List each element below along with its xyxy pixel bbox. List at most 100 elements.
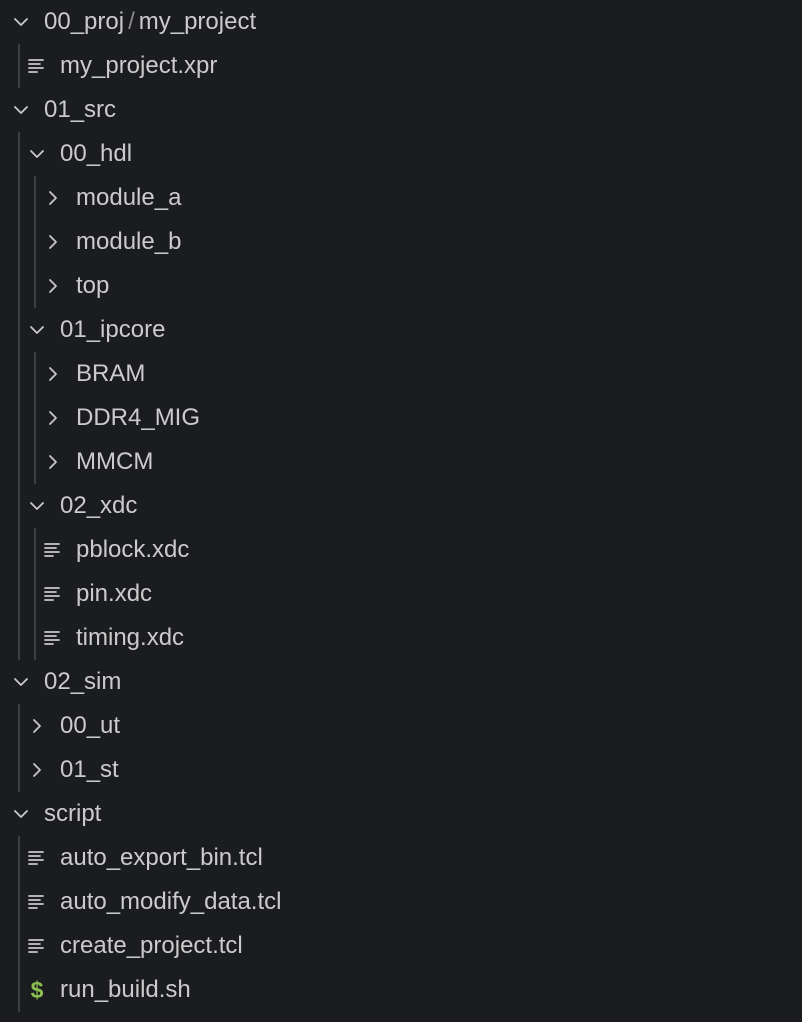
indent-guide xyxy=(34,528,36,660)
tree-file-pin-xdc[interactable]: pin.xdc xyxy=(0,572,802,616)
tree-item-name: auto_export_bin.tcl xyxy=(60,844,263,871)
tree-item-label: timing.xdc xyxy=(76,616,184,660)
tree-item-name: create_project.tcl xyxy=(60,932,243,959)
tree-file-run-build-sh[interactable]: $ run_build.sh xyxy=(0,968,802,1012)
tree-item-name: 02_xdc xyxy=(60,492,138,519)
tree-item-name: run_build.sh xyxy=(60,976,191,1003)
tree-item-name: 00_ut xyxy=(60,712,121,739)
chevron-right-icon xyxy=(42,275,64,297)
tree-item-label: 01_st xyxy=(60,748,119,792)
text-file-icon xyxy=(26,935,48,957)
tree-folder-01-st[interactable]: 01_st xyxy=(0,748,802,792)
tree-file-my-project-xpr[interactable]: my_project.xpr xyxy=(0,44,802,88)
tree-folder-ddr4-mig[interactable]: DDR4_MIG xyxy=(0,396,802,440)
indent-guide xyxy=(34,176,36,308)
tree-file-auto-export-bin-tcl[interactable]: auto_export_bin.tcl xyxy=(0,836,802,880)
tree-folder-bram[interactable]: BRAM xyxy=(0,352,802,396)
tree-item-name: DDR4_MIG xyxy=(76,404,201,431)
tree-folder-mmcm[interactable]: MMCM xyxy=(0,440,802,484)
compact-folder-suffix: my_project xyxy=(138,8,257,35)
tree-item-label: script xyxy=(44,792,101,836)
tree-item-label: run_build.sh xyxy=(60,968,191,1012)
tree-folder-02-xdc[interactable]: 02_xdc xyxy=(0,484,802,528)
tree-item-label: auto_modify_data.tcl xyxy=(60,880,281,924)
tree-item-label: 01_ipcore xyxy=(60,308,165,352)
tree-item-label: BRAM xyxy=(76,352,145,396)
indent-guide xyxy=(34,352,36,484)
tree-item-label: 02_sim xyxy=(44,660,121,704)
tree-item-label: MMCM xyxy=(76,440,153,484)
chevron-right-icon xyxy=(42,231,64,253)
tree-folder-00-ut[interactable]: 00_ut xyxy=(0,704,802,748)
chevron-right-icon xyxy=(42,451,64,473)
tree-item-label: 00_hdl xyxy=(60,132,132,176)
chevron-right-icon xyxy=(26,759,48,781)
tree-item-name: 01_src xyxy=(44,96,117,123)
tree-file-pblock-xdc[interactable]: pblock.xdc xyxy=(0,528,802,572)
tree-folder-01-src[interactable]: 01_src xyxy=(0,88,802,132)
tree-folder-module-a[interactable]: module_a xyxy=(0,176,802,220)
tree-item-name: pblock.xdc xyxy=(76,536,190,563)
text-file-icon xyxy=(26,847,48,869)
tree-item-label: module_a xyxy=(76,176,181,220)
tree-item-label: module_b xyxy=(76,220,181,264)
tree-item-name: 01_st xyxy=(60,756,119,783)
tree-item-label: 02_xdc xyxy=(60,484,137,528)
shell-script-icon: $ xyxy=(30,977,44,1003)
tree-file-timing-xdc[interactable]: timing.xdc xyxy=(0,616,802,660)
tree-folder-module-b[interactable]: module_b xyxy=(0,220,802,264)
tree-file-create-project-tcl[interactable]: create_project.tcl xyxy=(0,924,802,968)
tree-item-name: 01_ipcore xyxy=(60,316,166,343)
chevron-right-icon xyxy=(26,715,48,737)
indent-guide xyxy=(18,132,20,660)
tree-item-name: auto_modify_data.tcl xyxy=(60,888,282,915)
tree-item-name: my_project.xpr xyxy=(60,52,218,79)
chevron-down-icon xyxy=(26,319,48,341)
tree-folder-00-proj[interactable]: 00_proj/my_project xyxy=(0,0,802,44)
tree-item-name: 00_hdl xyxy=(60,140,133,167)
tree-item-label: 01_src xyxy=(44,88,116,132)
tree-folder-01-ipcore[interactable]: 01_ipcore xyxy=(0,308,802,352)
text-file-icon xyxy=(26,55,48,77)
path-separator: / xyxy=(128,8,135,35)
chevron-down-icon xyxy=(26,495,48,517)
chevron-down-icon xyxy=(10,99,32,121)
tree-item-label: auto_export_bin.tcl xyxy=(60,836,263,880)
text-file-icon xyxy=(42,627,64,649)
tree-item-name: BRAM xyxy=(76,360,146,387)
indent-guide xyxy=(18,44,20,88)
tree-folder-02-sim[interactable]: 02_sim xyxy=(0,660,802,704)
tree-item-name: module_b xyxy=(76,228,182,255)
tree-item-name: 00_proj xyxy=(44,8,125,35)
tree-folder-00-hdl[interactable]: 00_hdl xyxy=(0,132,802,176)
indent-guide xyxy=(18,836,20,1012)
tree-item-label: 00_proj/my_project xyxy=(44,0,256,44)
chevron-down-icon xyxy=(10,803,32,825)
tree-item-name: pin.xdc xyxy=(76,580,153,607)
chevron-right-icon xyxy=(42,363,64,385)
tree-folder-script[interactable]: script xyxy=(0,792,802,836)
text-file-icon xyxy=(42,583,64,605)
tree-item-label: create_project.tcl xyxy=(60,924,243,968)
text-file-icon xyxy=(26,891,48,913)
tree-item-name: 02_sim xyxy=(44,668,122,695)
chevron-down-icon xyxy=(10,671,32,693)
tree-item-label: pblock.xdc xyxy=(76,528,189,572)
chevron-right-icon xyxy=(42,407,64,429)
chevron-right-icon xyxy=(42,187,64,209)
text-file-icon xyxy=(42,539,64,561)
tree-item-label: my_project.xpr xyxy=(60,44,217,88)
chevron-down-icon xyxy=(26,143,48,165)
tree-file-auto-modify-data-tcl[interactable]: auto_modify_data.tcl xyxy=(0,880,802,924)
tree-item-name: timing.xdc xyxy=(76,624,185,651)
tree-item-label: top xyxy=(76,264,109,308)
tree-folder-top[interactable]: top xyxy=(0,264,802,308)
indent-guide xyxy=(18,704,20,792)
tree-item-label: pin.xdc xyxy=(76,572,152,616)
tree-item-label: 00_ut xyxy=(60,704,120,748)
tree-item-name: top xyxy=(76,272,110,299)
tree-item-name: MMCM xyxy=(76,448,154,475)
tree-item-name: module_a xyxy=(76,184,182,211)
tree-item-name: script xyxy=(44,800,102,827)
